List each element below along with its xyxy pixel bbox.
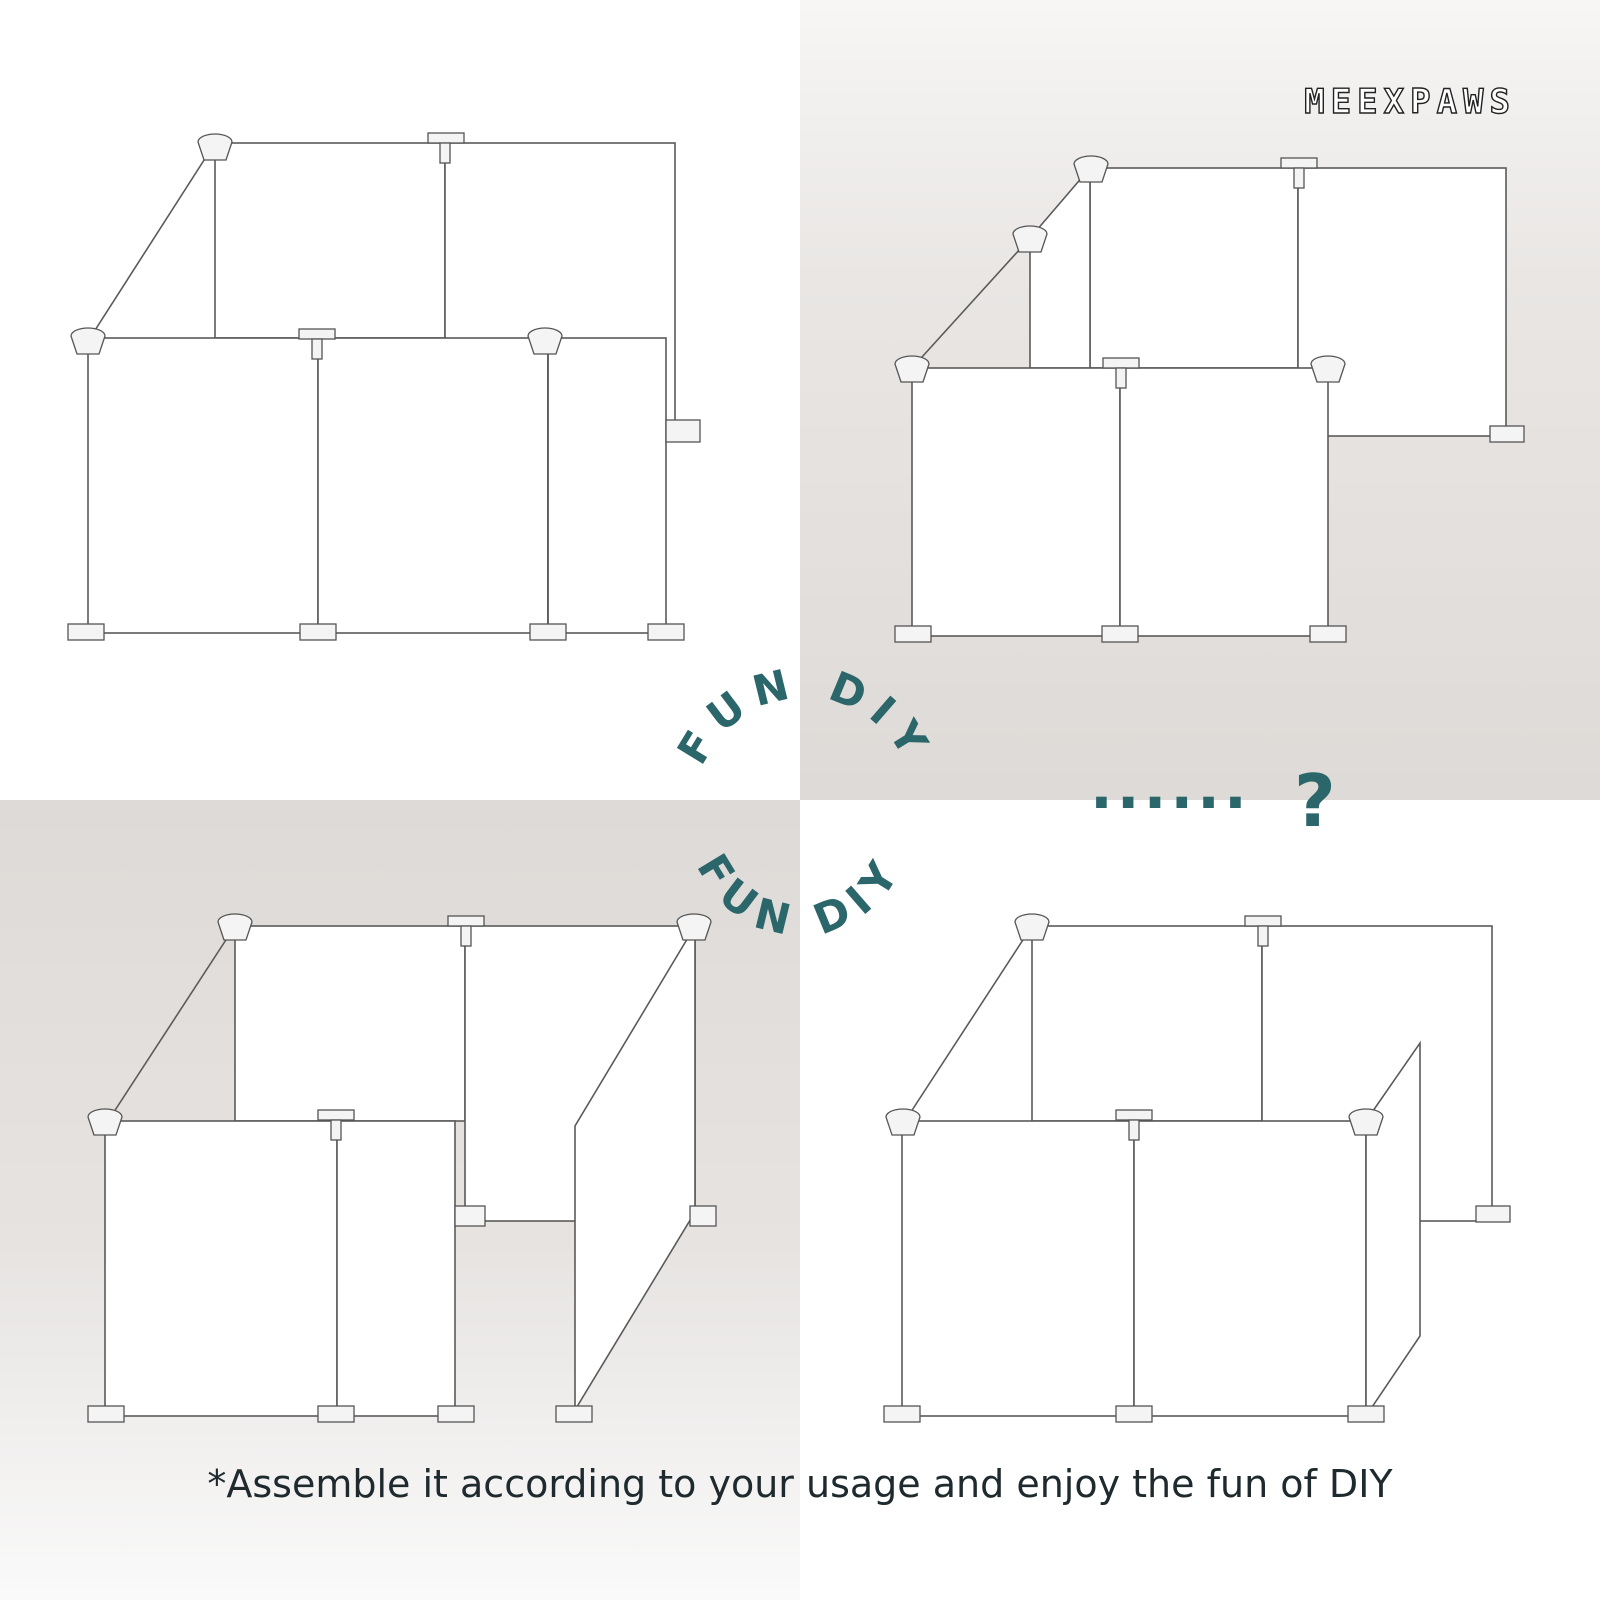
brand-logo: MEEXPAWS [1304,81,1516,122]
question-mark: ? [1294,759,1336,843]
pen-drawing-2 [894,155,1525,643]
badge-text-bottom: FUN DIY [687,845,912,947]
pen-drawing-3 [87,913,717,1423]
pen-drawing-4 [883,913,1511,1423]
assembly-caption: *Assemble it according to your usage and… [207,1462,1393,1506]
pen-drawing-1 [67,132,701,641]
ellipsis-dots: ...... [1090,753,1251,823]
fun-diy-badge: FUN DIY FUN DIY [668,658,943,947]
badge-text-top: FUN DIY [668,658,943,773]
more-layouts-indicator: ...... ? [1090,753,1336,843]
